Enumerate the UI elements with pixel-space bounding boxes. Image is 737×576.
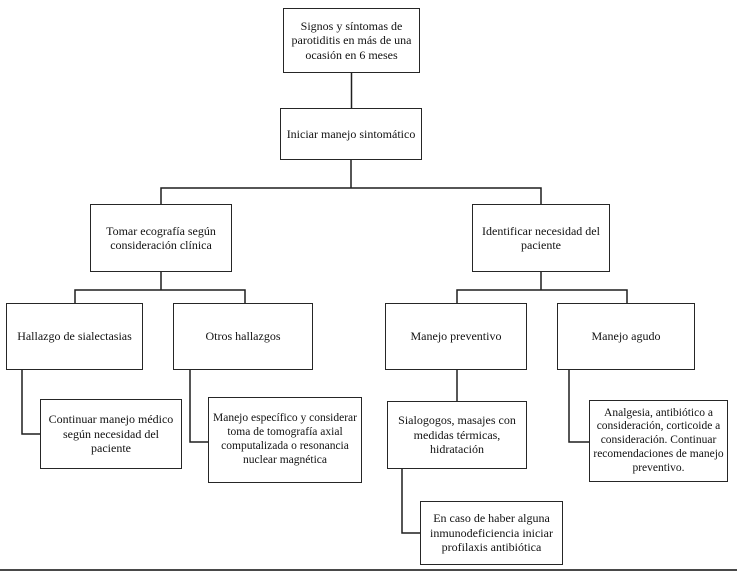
node-other-findings-label: Otros hallazgos	[205, 329, 281, 344]
edge-identify-branches	[456, 272, 628, 303]
node-acute-label: Manejo agudo	[591, 329, 661, 344]
edge-symptomatic-branches	[160, 160, 542, 204]
node-analgesia-label: Analgesia, antibiótico a consideración, …	[593, 406, 724, 474]
node-ultrasound: Tomar ecografía según consideración clín…	[90, 204, 232, 272]
node-sialogogues: Sialogogos, masajes con medidas térmicas…	[387, 401, 527, 469]
node-symptoms-label: Signos y síntomas de parotiditis en más …	[291, 18, 412, 62]
node-preventive-management: Manejo preventivo	[385, 303, 527, 370]
node-sialectasis-finding: Hallazgo de sialectasias	[6, 303, 143, 370]
node-sialectasis-label: Hallazgo de sialectasias	[17, 329, 132, 344]
edge-acute-analgesia	[568, 370, 589, 443]
node-immunodeficiency: En caso de haber alguna inmunodeficienci…	[420, 501, 563, 565]
edge-other-specific	[189, 370, 208, 443]
node-specific-management: Manejo específico y considerar toma de t…	[208, 397, 362, 483]
node-preventive-label: Manejo preventivo	[410, 329, 502, 344]
node-identify-need: Identificar necesidad del paciente	[472, 204, 610, 272]
node-acute-management: Manejo agudo	[557, 303, 695, 370]
node-symptomatic-label: Iniciar manejo sintomático	[286, 126, 416, 141]
node-symptoms: Signos y síntomas de parotiditis en más …	[283, 8, 420, 73]
node-continue-medical: Continuar manejo médico según necesidad …	[40, 399, 182, 469]
node-continue-medical-label: Continuar manejo médico según necesidad …	[48, 412, 174, 456]
node-sialogogues-label: Sialogogos, masajes con medidas térmicas…	[398, 413, 516, 457]
edge-sialogogues-immuno	[401, 469, 420, 534]
node-symptomatic-management: Iniciar manejo sintomático	[280, 108, 422, 160]
node-immunodeficiency-label: En caso de haber alguna inmunodeficienci…	[430, 511, 553, 555]
node-other-findings: Otros hallazgos	[173, 303, 313, 370]
node-specific-label: Manejo específico y considerar toma de t…	[212, 412, 357, 466]
node-analgesia: Analgesia, antibiótico a consideración, …	[589, 400, 728, 482]
edge-sialectasis-continue	[21, 370, 40, 435]
node-ultrasound-label: Tomar ecografía según consideración clín…	[106, 223, 216, 252]
edge-ultrasound-branches	[74, 272, 246, 303]
node-identify-need-label: Identificar necesidad del paciente	[482, 223, 600, 252]
